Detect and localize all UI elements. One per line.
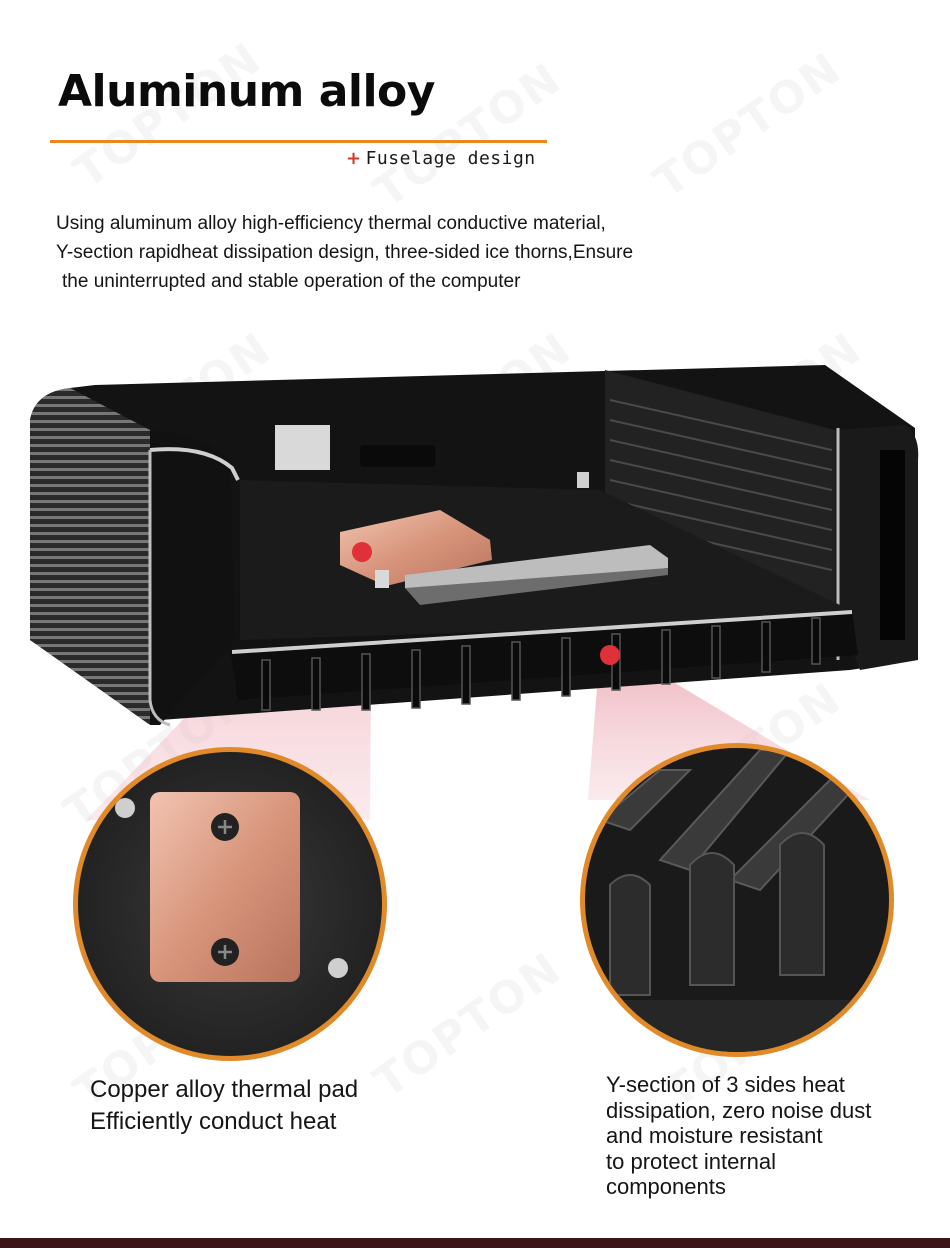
watermark-text: TOPTON — [645, 43, 851, 209]
subtitle-text: Fuselage design — [365, 148, 536, 169]
caption-line: Efficiently conduct heat — [90, 1108, 337, 1135]
intro-line: the uninterrupted and stable operation o… — [62, 271, 521, 292]
page-title: Aluminum alloy — [58, 66, 435, 117]
caption-line: and moisture resistant — [606, 1123, 823, 1148]
accent-divider — [50, 140, 547, 143]
section-subtitle: +Fuselage design — [346, 148, 536, 169]
product-illustration — [0, 340, 950, 1220]
caption-line: to protect internal — [606, 1148, 776, 1174]
footer-bar — [0, 1238, 950, 1248]
caption-line: components — [606, 1174, 726, 1199]
intro-line: Y-section rapidheat dissipation design, … — [56, 242, 634, 263]
mini-pc-case-image — [30, 365, 919, 1061]
intro-line: Using aluminum alloy high-efficiency the… — [56, 213, 606, 234]
caption-line: Copper alloy thermal pad — [90, 1076, 359, 1103]
caption-copper-pad: Copper alloy thermal pad Efficiently con… — [90, 1074, 358, 1138]
caption-line: Y-section of 3 sides heat — [606, 1072, 845, 1097]
caption-y-section: Y-section of 3 sides heat dissipation, z… — [606, 1072, 871, 1200]
caption-line: dissipation, zero noise dust — [606, 1097, 872, 1123]
plus-icon: + — [346, 148, 362, 169]
